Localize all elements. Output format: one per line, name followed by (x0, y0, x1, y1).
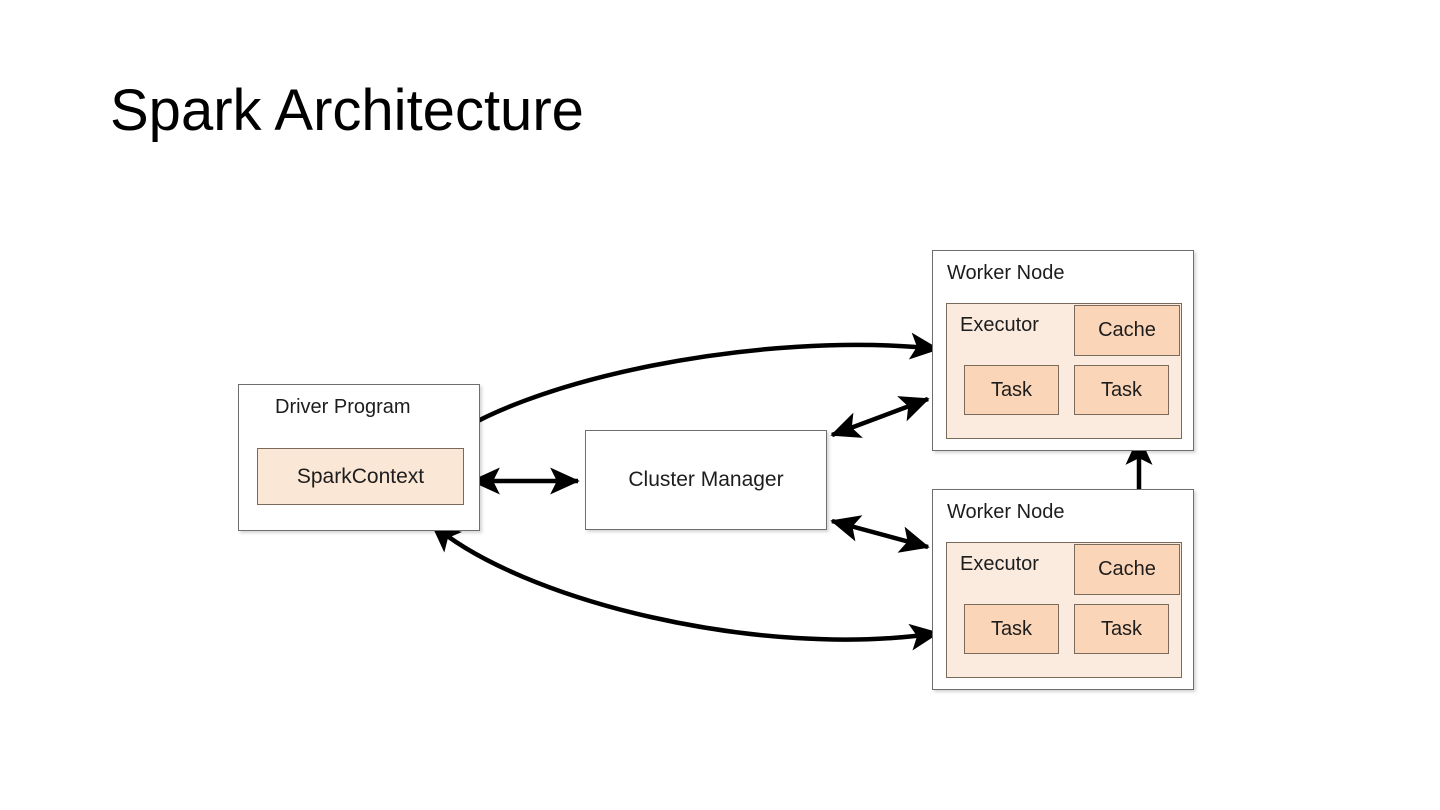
task-label-2a: Task (990, 617, 1033, 640)
driver-program-label: Driver Program (275, 396, 411, 418)
arrow-driver-worker2 (430, 522, 940, 651)
task-box-2b[interactable]: Task (1074, 604, 1169, 654)
cache-box-1[interactable]: Cache (1074, 305, 1180, 356)
worker-node-label-1: Worker Node (947, 262, 1065, 284)
worker-node-box-2[interactable]: Worker Node Executor Cache Task Task (932, 489, 1194, 690)
task-box-1a[interactable]: Task (964, 365, 1059, 415)
task-box-2a[interactable]: Task (964, 604, 1059, 654)
arrow-clustermanager-worker2 (830, 515, 930, 553)
cache-label-2: Cache (1098, 558, 1156, 580)
executor-box-1[interactable]: Executor Cache Task Task (946, 303, 1182, 439)
sparkcontext-label: SparkContext (296, 464, 425, 488)
executor-label-1: Executor (960, 314, 1039, 336)
cache-box-2[interactable]: Cache (1074, 544, 1180, 595)
sparkcontext-box[interactable]: SparkContext (257, 448, 464, 505)
task-box-1b[interactable]: Task (1074, 365, 1169, 415)
page-title: Spark Architecture (110, 78, 584, 143)
arrow-clustermanager-worker1 (830, 396, 930, 438)
cache-label-1: Cache (1098, 319, 1156, 341)
driver-program-box[interactable]: Driver Program SparkContext (238, 384, 480, 531)
task-label-2b: Task (1100, 617, 1143, 640)
executor-box-2[interactable]: Executor Cache Task Task (946, 542, 1182, 678)
executor-label-2: Executor (960, 553, 1039, 575)
cluster-manager-box[interactable]: Cluster Manager (585, 430, 827, 530)
task-label-1a: Task (990, 378, 1033, 401)
task-label-1b: Task (1100, 378, 1143, 401)
worker-node-box-1[interactable]: Worker Node Executor Cache Task Task (932, 250, 1194, 451)
cluster-manager-label: Cluster Manager (628, 468, 784, 491)
worker-node-label-2: Worker Node (947, 501, 1065, 523)
